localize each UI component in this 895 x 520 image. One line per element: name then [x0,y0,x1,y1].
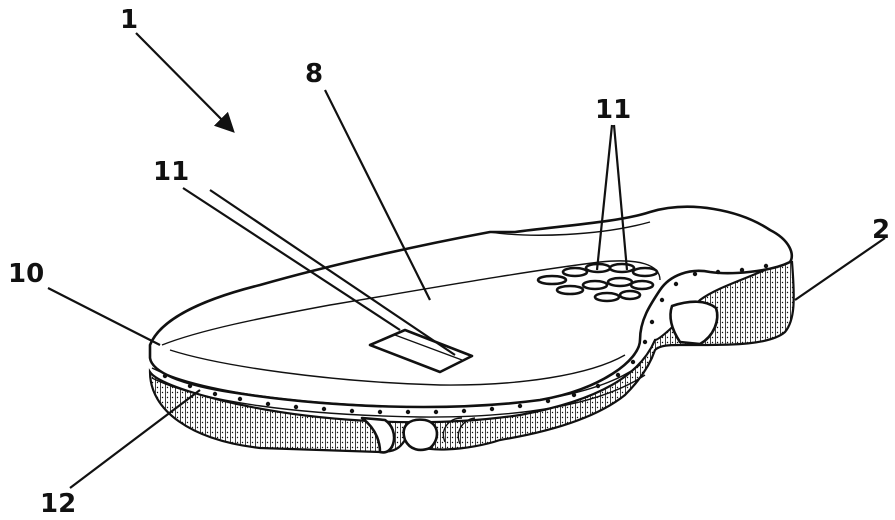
leader-10 [47,287,161,346]
leader-11-right-b [612,124,629,271]
leader-11-right-a [595,124,614,271]
rear-slot-holes [368,328,474,374]
outsole-band [148,260,795,454]
reference-numerals: 1 8 11 11 10 2 12 [8,5,890,519]
label-holes-rear: 11 [153,157,189,187]
leader-2 [794,237,886,301]
leader-lines [47,32,886,489]
label-holes-front: 11 [595,95,631,125]
leader-11-left-a [182,187,401,331]
label-perforation-row: 12 [40,489,76,519]
label-sole-assembly: 1 [120,5,138,35]
perforation-row [151,263,769,418]
leader-8 [324,89,431,301]
label-insole-top: 8 [305,59,323,89]
leader-11-left-b [209,189,456,356]
label-outsole: 2 [872,215,890,245]
leader-12 [69,389,201,489]
label-rim: 10 [8,259,44,289]
leader-1-arrow [135,32,235,133]
